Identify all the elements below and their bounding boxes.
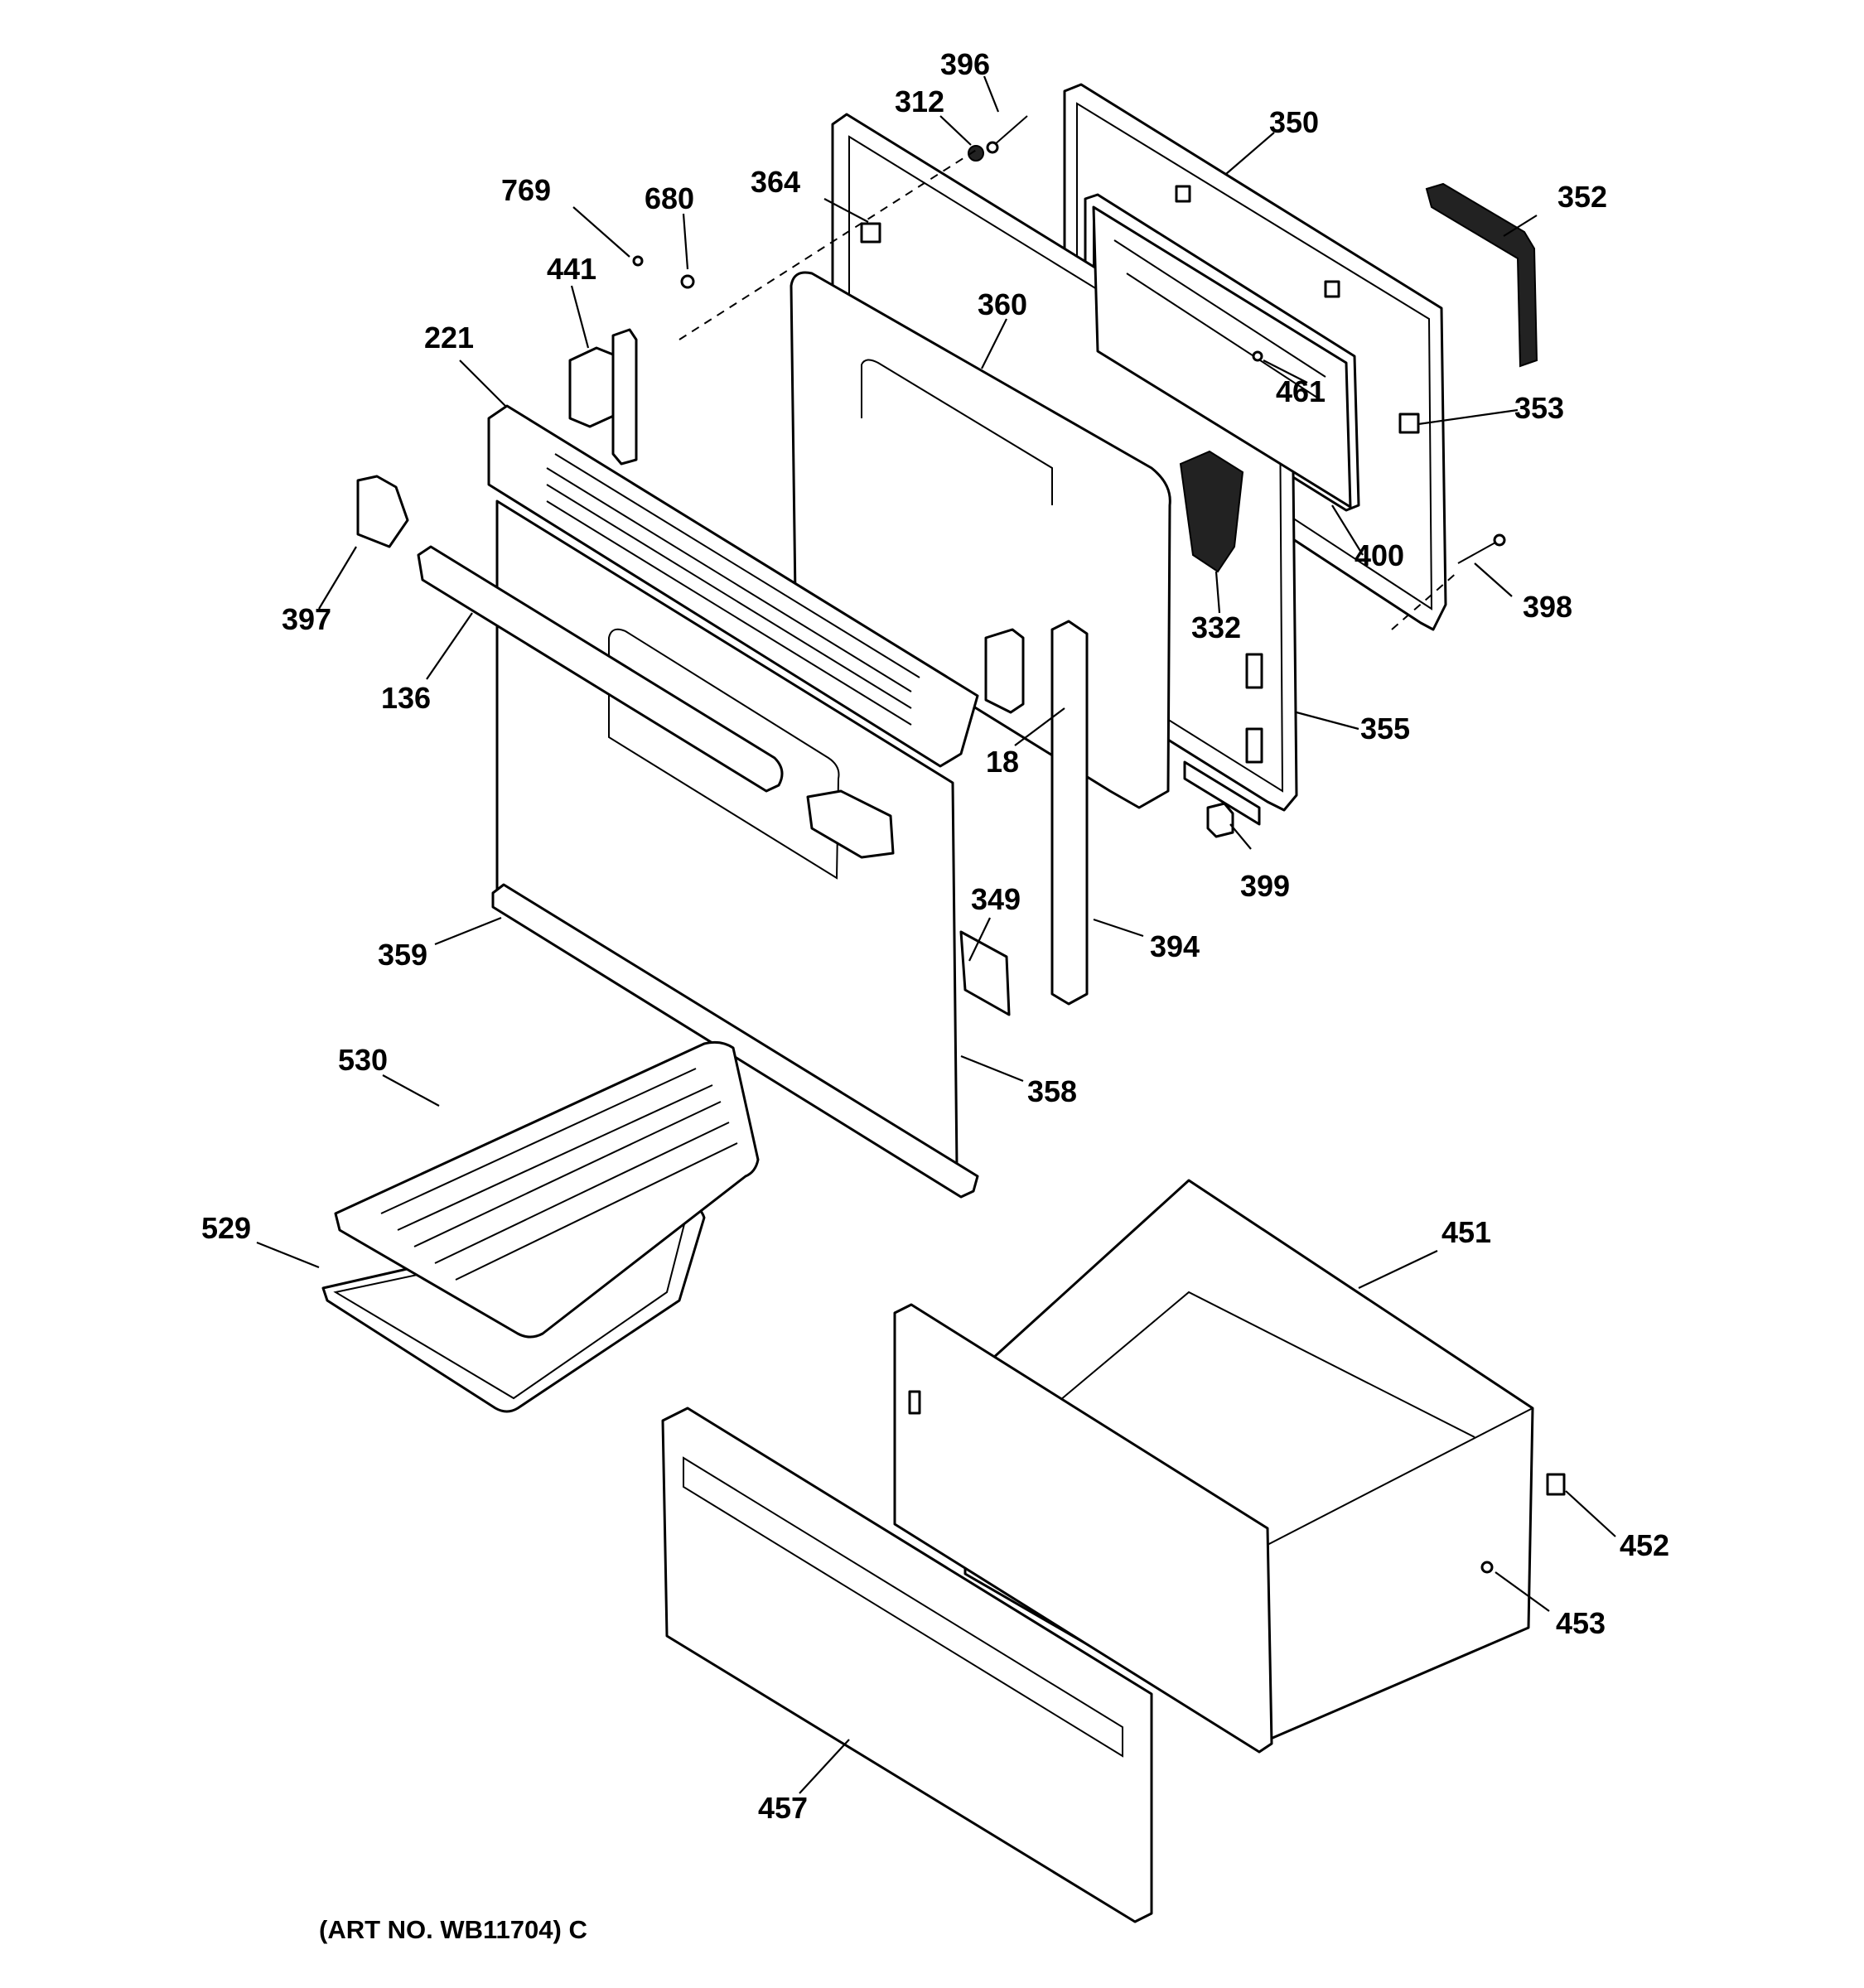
label-529: 529 — [201, 1211, 251, 1245]
drawer-front-457 — [661, 1407, 1153, 1923]
label-18: 18 — [986, 745, 1019, 779]
part-labels: 396 312 350 352 364 769 680 441 221 360 … — [201, 47, 1669, 1825]
bumper-399 — [1206, 802, 1234, 838]
bracket-353 — [1398, 413, 1420, 434]
hinge-bracket-441 — [568, 328, 638, 466]
screw-453 — [1480, 1561, 1494, 1574]
door-handle-136 — [417, 545, 784, 793]
nut-312 — [968, 145, 984, 162]
insulation-332 — [1179, 450, 1244, 573]
hinge-bracket-18 — [984, 628, 1025, 714]
vent-trim-221 — [487, 404, 979, 768]
screw-461 — [1252, 350, 1263, 362]
label-453: 453 — [1556, 1606, 1606, 1640]
art-number-caption: (ART NO. WB11704) C — [319, 1915, 587, 1944]
label-769: 769 — [501, 173, 551, 207]
label-394: 394 — [1150, 929, 1200, 963]
screw-396 — [986, 115, 1028, 154]
bottom-trim-359 — [491, 883, 979, 1199]
label-396: 396 — [940, 47, 990, 81]
screw-680 — [680, 274, 695, 289]
leader-lines — [256, 75, 1616, 1794]
side-trim-394 — [1050, 620, 1089, 1006]
clip-452 — [1546, 1473, 1566, 1496]
label-457: 457 — [758, 1791, 808, 1825]
label-360: 360 — [978, 287, 1027, 321]
label-355: 355 — [1360, 712, 1410, 746]
label-398: 398 — [1523, 590, 1572, 624]
clip-397 — [356, 475, 409, 548]
broiler-grid-530 — [334, 1040, 760, 1339]
label-359: 359 — [378, 938, 427, 972]
label-441: 441 — [547, 252, 596, 286]
label-358: 358 — [1027, 1074, 1077, 1108]
label-312: 312 — [895, 84, 944, 118]
label-plate-349 — [959, 930, 1011, 1016]
label-452: 452 — [1620, 1528, 1669, 1562]
label-399: 399 — [1240, 869, 1290, 903]
label-352: 352 — [1557, 180, 1607, 214]
label-364: 364 — [751, 165, 800, 199]
door-handle-352 — [1425, 182, 1538, 368]
label-332: 332 — [1191, 610, 1241, 644]
label-451: 451 — [1441, 1215, 1491, 1249]
handle-endcap — [806, 789, 895, 859]
door-glass — [1092, 205, 1352, 509]
label-397: 397 — [282, 602, 331, 636]
screw-398 — [1457, 533, 1506, 564]
label-136: 136 — [381, 681, 431, 715]
screw-769 — [632, 255, 644, 267]
label-353: 353 — [1514, 391, 1564, 425]
label-349: 349 — [971, 882, 1021, 916]
label-350: 350 — [1269, 105, 1319, 139]
drawer-side-panel — [893, 1303, 1273, 1754]
label-680: 680 — [645, 181, 694, 215]
label-221: 221 — [424, 321, 474, 355]
label-400: 400 — [1355, 538, 1404, 572]
bracket-364 — [860, 222, 881, 244]
label-461: 461 — [1276, 374, 1326, 408]
label-530: 530 — [338, 1043, 388, 1077]
